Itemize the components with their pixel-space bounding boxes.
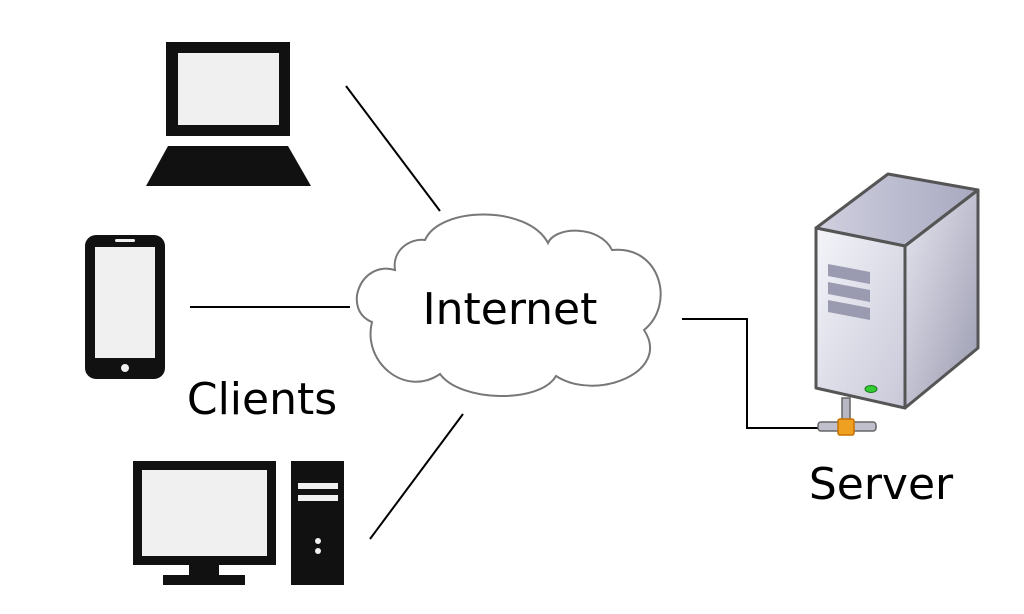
server-tower-icon [814, 172, 980, 436]
desktop-connection-line [369, 413, 464, 540]
laptop-icon [146, 42, 311, 186]
laptop-connection-line [345, 85, 441, 212]
server-label: Server [809, 459, 954, 510]
connection-lines [190, 85, 820, 540]
smartphone-icon [85, 235, 165, 379]
internet-label: Internet [423, 284, 598, 335]
desktop-computer-icon [133, 461, 344, 585]
server-connection-line [682, 318, 820, 429]
cloud-icon [355, 213, 662, 397]
clients-label: Clients [187, 374, 337, 425]
